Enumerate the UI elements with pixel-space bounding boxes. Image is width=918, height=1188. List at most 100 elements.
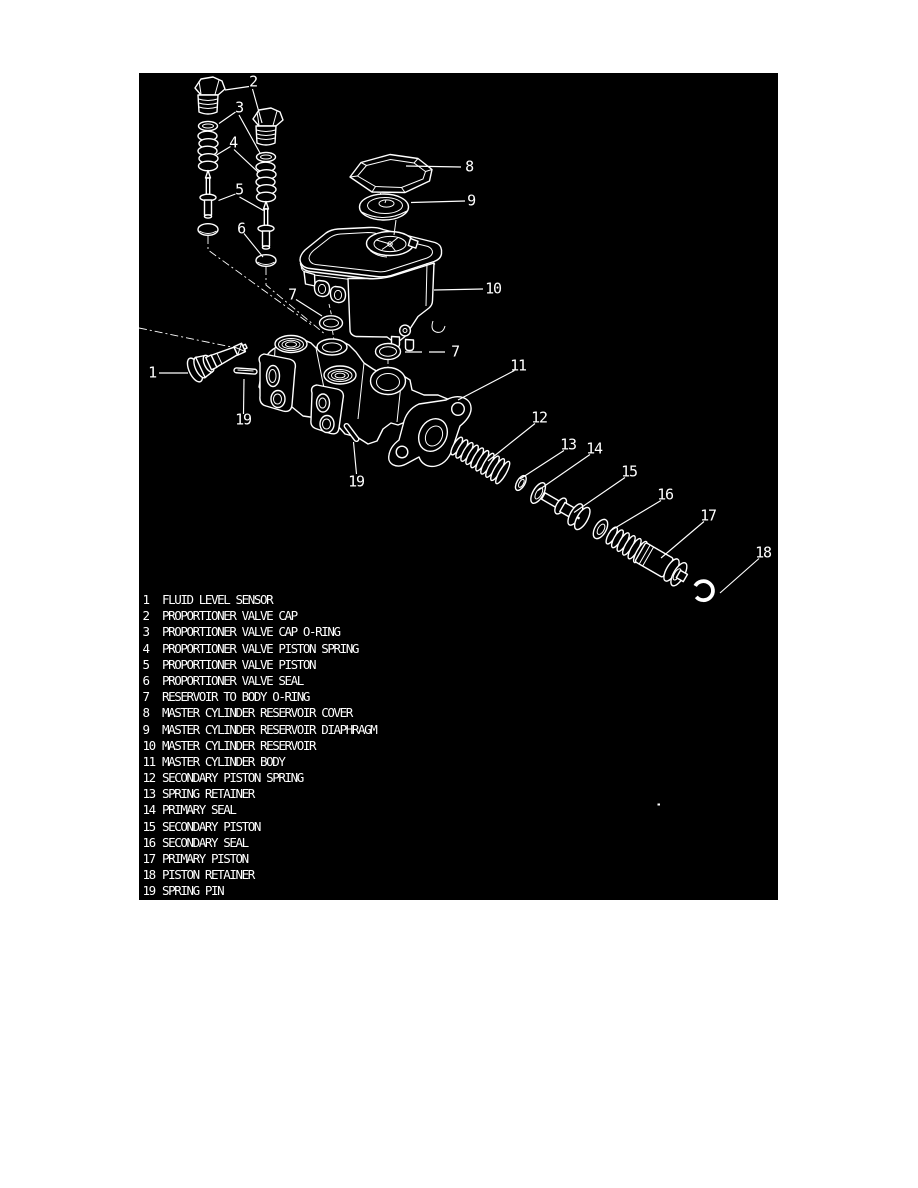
legend-num: 11 [142,753,157,769]
legend-num: 2 [142,608,151,624]
callout-19-left: 19 [235,410,252,429]
part-19-spring-pin-left [233,367,258,375]
legend-part-name: MASTER CYLINDER RESERVOIR COVER [162,705,353,721]
legend-part-name: MASTER CYLINDER BODY [162,753,286,769]
legend-part-name: FLUID LEVEL SENSOR [162,592,274,607]
callout-8: 8 [465,157,474,176]
callout-12: 12 [531,408,548,427]
callout-9: 9 [467,191,476,210]
legend-row: 10 MASTER CYLINDER RESERVOIR [143,738,377,754]
legend-part-name: MASTER CYLINDER RESERVOIR [162,737,317,753]
callout-13: 13 [560,435,577,454]
part-8-reservoir-cover [349,153,433,203]
part-10-master-cylinder-reservoir [299,226,446,352]
callout-11: 11 [510,356,527,375]
legend-num: 1 [142,592,151,607]
legend-part-name: PROPORTIONER VALVE PISTON SPRING [162,640,359,656]
callout-10: 10 [485,279,502,298]
piston-chain [450,436,715,603]
legend-row: 14 PRIMARY SEAL [143,802,377,818]
legend-num: 9 [142,721,151,737]
callout-1: 1 [148,363,157,382]
part-1-fluid-level-sensor [186,342,248,383]
part-16-secondary-seal [592,518,609,540]
scan-speck [657,803,660,806]
callout-7-upper: 7 [288,285,297,304]
legend-row: 17 PRIMARY PISTON [143,851,377,867]
part-13-spring-retainer [514,474,527,492]
callout-2: 2 [249,73,258,91]
legend-part-name: SECONDARY SEAL [162,834,249,850]
proportioner-valve-stack-left [194,76,226,237]
legend-row: 19 SPRING PIN [143,883,377,899]
part-9-reservoir-diaphragm [358,193,410,236]
legend-num: 17 [142,851,157,866]
part-11-master-cylinder-body [258,334,472,468]
callout-7-lower: 7 [451,342,460,361]
legend-row: 9 MASTER CYLINDER RESERVOIR DIAPHRAGM [142,721,378,738]
legend-num: 19 [142,883,157,899]
part-7-reservoir-o-ring-right [374,342,402,361]
legend-num: 15 [142,818,157,834]
legend-part-name: PROPORTIONER VALVE PISTON [162,656,317,672]
legend-part-name: PROPORTIONER VALVE CAP [162,608,298,624]
part-12-secondary-piston-spring [450,436,511,485]
callout-18: 18 [755,543,772,562]
part-19-spring-pin-right [343,422,360,443]
body-mounting-flange [388,396,472,468]
callout-17: 17 [700,506,717,525]
part-18-piston-retainer [693,579,715,603]
legend-num: 18 [142,867,157,883]
legend-num: 8 [142,705,151,721]
legend-part-name: PROPORTIONER VALVE SEAL [162,672,304,688]
legend-row: 3 PROPORTIONER VALVE CAP O-RING [143,624,377,640]
body-port-threaded-3 [323,365,357,385]
callout-15: 15 [621,462,638,481]
legend-row: 5 PROPORTIONER VALVE PISTON [143,657,377,673]
legend-num: 10 [142,737,157,753]
legend-part-name: SPRING PIN [162,883,225,899]
legend-part-name: SECONDARY PISTON [162,818,261,834]
legend-part-name: PRIMARY SEAL [162,802,237,818]
legend-num: 3 [142,624,151,640]
callout-16: 16 [657,485,674,504]
legend-part-name: PISTON RETAINER [162,867,255,883]
callout-6: 6 [237,219,246,238]
part-17-primary-piston [605,526,689,587]
legend-num: 7 [142,689,151,705]
body-port-threaded-1 [274,334,308,354]
legend-part-name: MASTER CYLINDER RESERVOIR DIAPHRAGM [162,721,378,737]
callout-3: 3 [235,98,244,117]
legend-row: 6 PROPORTIONER VALVE SEAL [143,673,377,689]
callout-19-right: 19 [348,472,365,491]
legend-num: 13 [142,786,157,802]
legend-row: 18 PISTON RETAINER [143,867,377,883]
legend-part-name: RESERVOIR TO BODY O-RING [162,689,310,705]
legend-num: 14 [142,802,157,818]
centerlines [139,236,327,351]
legend-num: 6 [142,672,151,688]
body-port-bore-2 [316,338,348,356]
legend-row: 2 PROPORTIONER VALVE CAP [143,608,377,624]
part-15-secondary-piston [540,492,591,531]
legend-row: 11 MASTER CYLINDER BODY [143,754,377,770]
legend-num: 12 [142,770,157,786]
legend-part-name: PRIMARY PISTON [162,851,249,866]
legend-part-name: PROPORTIONER VALVE CAP O-RING [162,624,341,640]
legend-row: 8 MASTER CYLINDER RESERVOIR COVER [143,705,377,721]
callout-5: 5 [235,180,244,199]
proportioner-valve-stack-right [252,107,284,267]
callout-14: 14 [586,439,603,458]
legend-row: 1 FLUID LEVEL SENSOR [143,592,377,608]
leader-lines [159,85,760,594]
legend-num: 5 [142,656,151,672]
parts-diagram-art [139,76,760,806]
legend-row: 7 RESERVOIR TO BODY O-RING [143,689,377,705]
body-reservoir-bore [369,366,407,396]
callout-4: 4 [229,133,238,152]
